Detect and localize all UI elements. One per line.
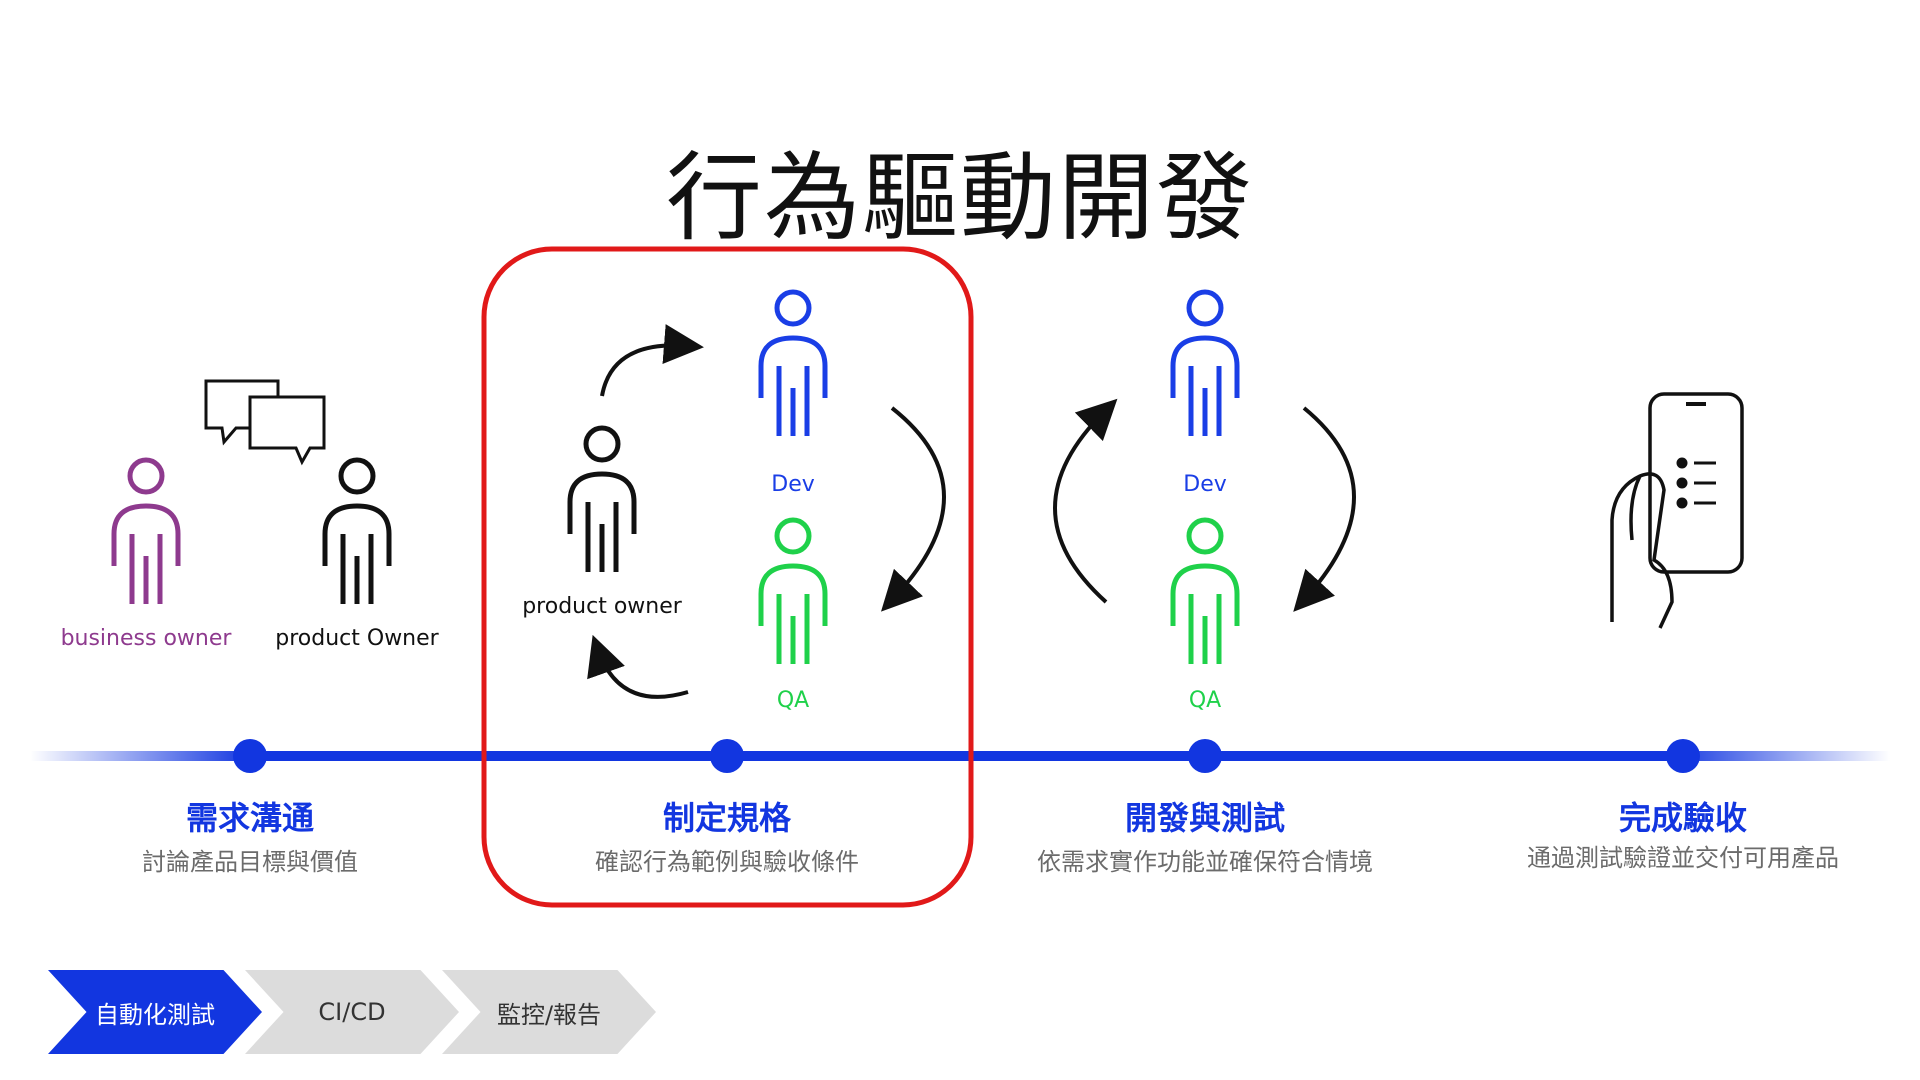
label-qa: QA — [1188, 688, 1222, 713]
checklist-icon — [1676, 457, 1716, 509]
person-icon — [325, 460, 389, 604]
label-product-owner: product Owner — [275, 626, 439, 651]
label-business-owner: business owner — [60, 626, 232, 651]
speech-bubbles-icon — [204, 379, 326, 466]
person-icon — [761, 292, 825, 436]
stage-desc: 依需求實作功能並確保符合情境 — [1037, 848, 1373, 876]
timeline-line — [30, 751, 1890, 761]
stage-title: 完成驗收 — [1618, 799, 1747, 837]
person-icon — [1173, 520, 1237, 664]
page-title: 行為驅動開發 — [666, 142, 1254, 254]
stage-desc: 通過測試驗證並交付可用產品 — [1527, 844, 1839, 872]
stage-title: 開發與測試 — [1124, 799, 1285, 837]
timeline-node-3 — [1188, 739, 1222, 773]
highlight-box — [481, 246, 974, 908]
hand-holding-phone-icon — [1610, 392, 1744, 629]
label-product-owner: product owner — [522, 594, 682, 619]
timeline-node-2 — [710, 739, 744, 773]
person-icon — [114, 460, 178, 604]
person-icon — [570, 428, 634, 572]
timeline-node-4 — [1666, 739, 1700, 773]
cycle-arrow-icon — [1053, 398, 1356, 612]
cycle-arrow-icon — [587, 324, 946, 699]
person-icon — [761, 520, 825, 664]
stage-title: 需求溝通 — [185, 799, 314, 837]
label-dev: Dev — [1183, 472, 1227, 497]
label-qa: QA — [776, 688, 810, 713]
timeline-node-1 — [233, 739, 267, 773]
process-step-automated-testing: 自動化測試 — [48, 970, 262, 1054]
stage-desc: 討論產品目標與價值 — [142, 848, 358, 876]
stage-title: 制定規格 — [662, 799, 791, 837]
label-dev: Dev — [771, 472, 815, 497]
stage-desc: 確認行為範例與驗收條件 — [595, 848, 859, 876]
person-icon — [1173, 292, 1237, 436]
